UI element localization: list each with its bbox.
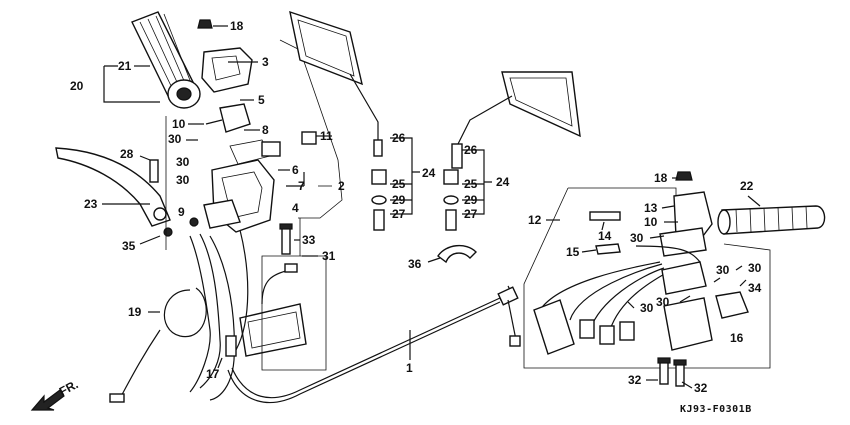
grip-drawing-22 xyxy=(717,205,826,235)
diagram-code: KJ93-F0301B xyxy=(680,404,752,415)
part-label-30b: 30 xyxy=(176,155,190,169)
part-label-6: 6 xyxy=(292,163,299,177)
brake-lever-drawing xyxy=(55,147,173,237)
part-label-17: 17 xyxy=(206,367,220,381)
switch-housing-main-drawing xyxy=(189,131,317,233)
part-label-30a: 30 xyxy=(168,132,182,146)
part-label-2: 2 xyxy=(338,179,345,193)
part-label-26b: 26 xyxy=(464,143,478,157)
wire-harness-drawing xyxy=(533,245,749,355)
part-label-16: 16 xyxy=(730,331,744,345)
bolt-drawings-32 xyxy=(657,357,687,387)
part-label-9: 9 xyxy=(178,205,185,219)
part-label-27b: 27 xyxy=(464,207,478,221)
part-label-24b: 24 xyxy=(496,175,510,189)
part-label-24a: 24 xyxy=(422,166,436,180)
front-direction-indicator: FR. xyxy=(30,377,80,411)
part-label-33: 33 xyxy=(302,233,316,247)
part-label-25a: 25 xyxy=(392,177,406,191)
clip-drawing-36 xyxy=(437,245,477,264)
part-label-34: 34 xyxy=(748,281,762,295)
part-label-27a: 27 xyxy=(392,207,406,221)
switch-drawing-5 xyxy=(205,103,251,133)
throttle-grip-drawing xyxy=(131,11,201,109)
part-label-8: 8 xyxy=(262,123,269,137)
part-label-19: 19 xyxy=(128,305,142,319)
part-label-11: 11 xyxy=(320,129,333,143)
part-label-7: 7 xyxy=(298,179,305,193)
part-label-25b: 25 xyxy=(464,177,478,191)
nut-drawing-18 xyxy=(197,19,213,29)
bolt-drawing-33 xyxy=(279,223,293,255)
part-label-12: 12 xyxy=(528,213,542,227)
part-label-26a: 26 xyxy=(392,131,406,145)
module-drawing-31 xyxy=(239,263,307,357)
part-label-29b: 29 xyxy=(464,193,478,207)
part-label-35: 35 xyxy=(122,239,136,253)
part-label-36: 36 xyxy=(408,257,422,271)
part-label-5: 5 xyxy=(258,93,265,107)
part-label-30g: 30 xyxy=(640,301,654,315)
part-label-30e: 30 xyxy=(716,263,730,277)
part-label-20: 20 xyxy=(70,79,84,93)
cable-drawings-left xyxy=(109,229,249,403)
part-label-4: 4 xyxy=(292,201,299,215)
part-label-15: 15 xyxy=(566,245,580,259)
part-label-14: 14 xyxy=(598,229,612,243)
part-label-3: 3 xyxy=(262,55,269,69)
mirror-fittings-left xyxy=(371,169,387,231)
part-label-30f: 30 xyxy=(748,261,762,275)
mirror-fittings-right xyxy=(443,169,459,231)
part-label-13: 13 xyxy=(644,201,658,215)
throttle-cable-drawing xyxy=(227,285,521,404)
part-label-10a: 10 xyxy=(172,117,186,131)
part-label-31: 31 xyxy=(322,249,336,263)
mirror-right-drawing xyxy=(451,71,581,169)
part-label-30d: 30 xyxy=(630,231,644,245)
part-label-28: 28 xyxy=(120,147,134,161)
part-label-18b: 18 xyxy=(654,171,668,185)
mirror-left-drawing xyxy=(289,10,383,157)
part-label-30c: 30 xyxy=(176,173,190,187)
part-label-21: 21 xyxy=(118,59,132,73)
part-label-1: 1 xyxy=(406,361,413,375)
part-label-32b: 32 xyxy=(694,381,708,395)
part-label-32a: 32 xyxy=(628,373,642,387)
part-label-10b: 10 xyxy=(644,215,658,229)
part-label-29a: 29 xyxy=(392,193,406,207)
switch-housing-right-drawing xyxy=(589,171,713,257)
part-label-30h: 30 xyxy=(656,295,670,309)
leader-lines xyxy=(102,25,761,389)
part-label-22: 22 xyxy=(740,179,754,193)
part-labels: 18 3 21 20 5 10 30 8 11 30 6 7 30 9 4 2 … xyxy=(70,19,762,395)
part-label-23: 23 xyxy=(84,197,98,211)
switch-housing-upper-drawing xyxy=(201,47,253,93)
part-label-18a: 18 xyxy=(230,19,244,33)
